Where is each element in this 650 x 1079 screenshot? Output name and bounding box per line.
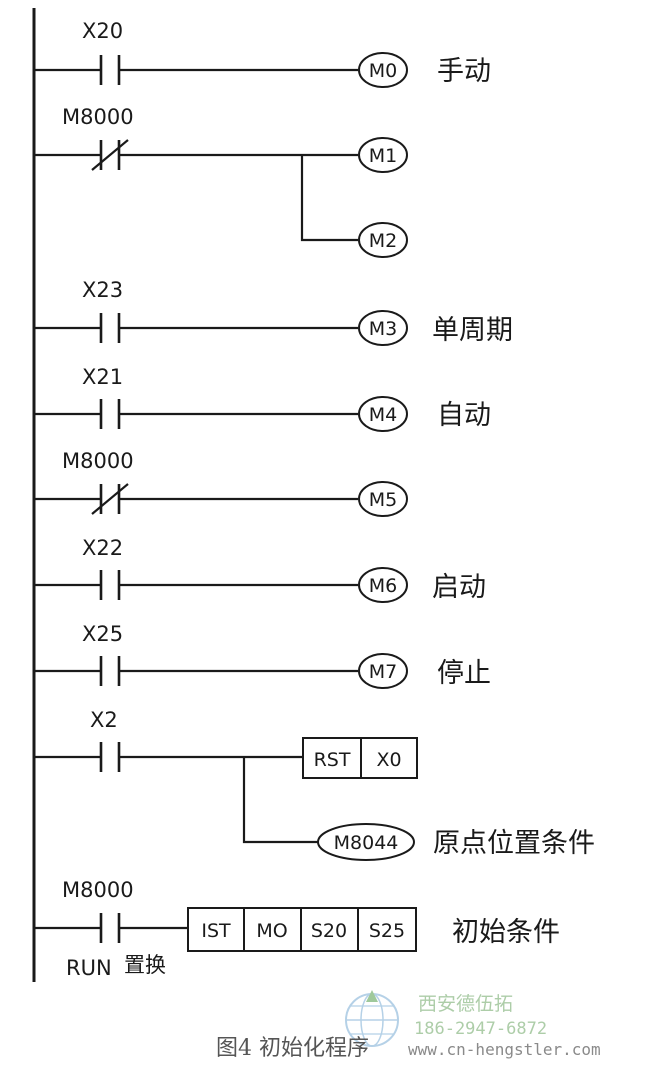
contact-label: M8000 [62, 449, 134, 473]
coil-note: 手动 [437, 56, 491, 87]
contact-label: X20 [82, 19, 123, 43]
contact-label: X25 [82, 622, 123, 646]
instruction-operand: X0 [376, 749, 401, 771]
coil-icon [358, 567, 408, 603]
rung-7: X25 M7 停止 [34, 622, 491, 689]
coil-icon [358, 396, 408, 432]
contact-label: X22 [82, 536, 123, 560]
watermark-url: www.cn-hengstler.com [408, 1040, 601, 1059]
contact-label: M8000 [62, 105, 134, 129]
coil-label: M8044 [334, 832, 399, 854]
coil-icon [358, 310, 408, 346]
instruction-box: IST MO S20 S25 [187, 907, 417, 952]
instruction-operand: MO [256, 920, 287, 942]
coil-label: M4 [369, 404, 397, 426]
contact-label: X2 [90, 708, 118, 732]
rung-5: M8000 M5 [34, 449, 408, 517]
watermark: 西安德伍拓 186-2947-6872 [345, 990, 547, 1047]
coil-icon [358, 52, 408, 88]
coil-note: 单周期 [432, 315, 513, 346]
rung-4: X21 M4 自动 [34, 365, 491, 432]
coil-note: 自动 [437, 400, 491, 431]
contact-sublabel: RUN [66, 956, 112, 980]
instruction-operand: S20 [311, 920, 347, 942]
contact-label: X23 [82, 278, 123, 302]
coil-icon [317, 823, 415, 861]
contact-label: M8000 [62, 878, 134, 902]
instruction-operand: RST [314, 749, 351, 771]
rung-1: X20 M0 手动 [34, 19, 491, 88]
instruction-box: RST X0 [302, 737, 418, 779]
contact-label: X21 [82, 365, 123, 389]
rung-9: M8000 RUN 置换 IST MO S20 S25 初始条件 [34, 878, 560, 980]
watermark-phone: 186-2947-6872 [414, 1019, 547, 1039]
coil-label: M5 [369, 489, 397, 511]
coil-note: 停止 [437, 658, 491, 689]
figure-caption: 图4 初始化程序 [216, 1036, 369, 1061]
rung-2: M8000 M1 M2 [34, 105, 408, 258]
watermark-company: 西安德伍拓 [418, 993, 513, 1015]
coil-label: M1 [369, 145, 397, 167]
coil-icon [358, 481, 408, 517]
coil-icon [358, 653, 408, 689]
instruction-operand: IST [201, 920, 231, 942]
rung-3: X23 M3 单周期 [34, 278, 513, 346]
coil-note: 启动 [432, 572, 486, 603]
rung-6: X22 M6 启动 [34, 536, 486, 603]
coil-label: M3 [369, 318, 397, 340]
contact-sublabel-cn: 置换 [124, 953, 166, 977]
coil-icon [358, 137, 408, 173]
watermark-logo-icon [345, 990, 399, 1047]
instruction-operand: S25 [369, 920, 405, 942]
coil-label: M2 [369, 230, 397, 252]
coil-label: M0 [369, 60, 397, 82]
rung-8: X2 RST X0 M8044 原点位置条件 [34, 708, 595, 861]
coil-note: 原点位置条件 [433, 828, 595, 859]
coil-icon [358, 222, 408, 258]
coil-label: M7 [369, 661, 397, 683]
instruction-note: 初始条件 [452, 917, 560, 948]
coil-label: M6 [369, 575, 397, 597]
